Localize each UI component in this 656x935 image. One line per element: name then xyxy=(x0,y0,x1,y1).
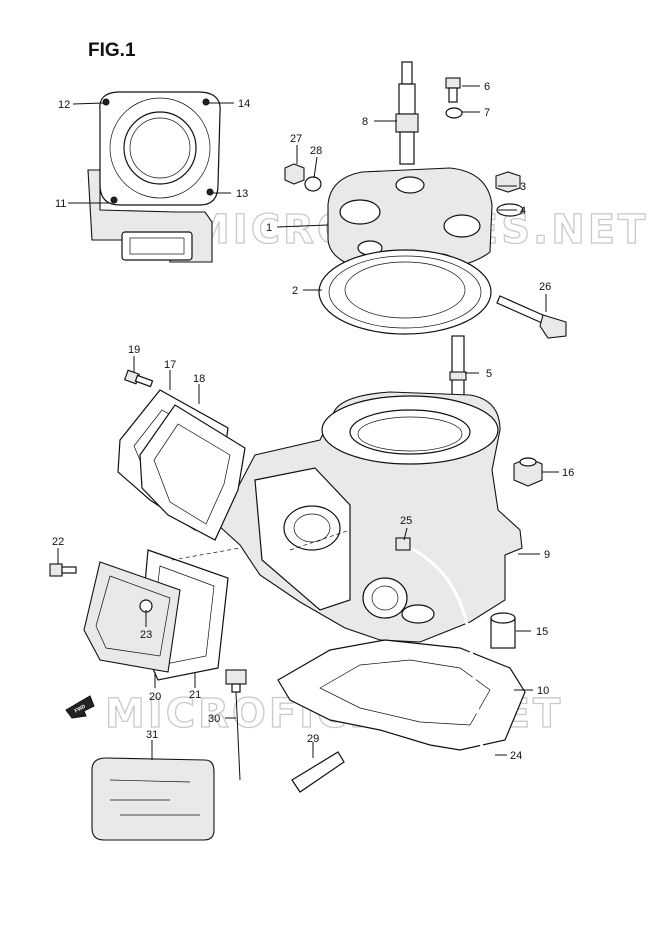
callout-23: 23 xyxy=(140,629,152,641)
washer-28 xyxy=(304,176,322,192)
callout-9: 9 xyxy=(544,549,550,561)
callout-29: 29 xyxy=(307,733,319,745)
callout-28: 28 xyxy=(310,145,322,157)
callout-31: 31 xyxy=(146,729,158,741)
forward-arrow: FWD xyxy=(65,695,95,719)
callout-2: 2 xyxy=(292,285,298,297)
clamp-25 xyxy=(395,537,411,551)
callout-8: 8 xyxy=(362,116,368,128)
cylinder-top-view xyxy=(87,91,221,263)
tool-pouch-31 xyxy=(91,757,215,841)
callout-16: 16 xyxy=(562,467,574,479)
bolt-6 xyxy=(445,77,461,103)
head-gasket xyxy=(318,249,492,335)
bolt-26 xyxy=(496,295,567,339)
reed-valve-18 xyxy=(139,404,246,541)
bracket-29 xyxy=(291,751,345,793)
callout-6: 6 xyxy=(484,81,490,93)
washer-7 xyxy=(445,107,463,119)
callout-22: 22 xyxy=(52,536,64,548)
figure-title: FIG.1 xyxy=(88,40,136,61)
callout-4: 4 xyxy=(520,205,526,217)
callout-12: 12 xyxy=(58,99,70,111)
callout-13: 13 xyxy=(236,188,248,200)
bolt-19 xyxy=(123,369,154,388)
callout-7: 7 xyxy=(484,107,490,119)
callout-15: 15 xyxy=(536,626,548,638)
sensor-30 xyxy=(225,669,247,781)
callout-1: 1 xyxy=(266,222,272,234)
callout-26: 26 xyxy=(539,281,551,293)
callout-17: 17 xyxy=(164,359,176,371)
base-gasket xyxy=(277,639,526,751)
nut-16 xyxy=(513,457,543,487)
callout-3: 3 xyxy=(520,181,526,193)
exhaust-cover-20 xyxy=(83,561,181,673)
callout-30: 30 xyxy=(208,713,220,725)
callout-5: 5 xyxy=(486,368,492,380)
callout-18: 18 xyxy=(193,373,205,385)
leader-lines xyxy=(57,85,559,760)
fwd-label: FWD xyxy=(74,704,87,715)
callout-19: 19 xyxy=(128,344,140,356)
nut-3 xyxy=(495,171,521,193)
callout-25: 25 xyxy=(400,515,412,527)
callout-21: 21 xyxy=(189,689,201,701)
spark-plug xyxy=(395,61,419,165)
nut-27 xyxy=(284,163,305,185)
callout-24: 24 xyxy=(510,750,522,762)
callout-27: 27 xyxy=(290,133,302,145)
collar-15 xyxy=(490,612,516,649)
callout-14: 14 xyxy=(238,98,250,110)
callout-20: 20 xyxy=(149,691,161,703)
cylinder-body xyxy=(217,391,523,643)
bolt-22 xyxy=(49,563,77,577)
callout-11: 11 xyxy=(55,198,66,210)
callout-10: 10 xyxy=(537,685,549,697)
callouts: 1 2 3 4 5 6 7 8 9 10 11 12 13 14 15 16 1… xyxy=(52,81,574,762)
